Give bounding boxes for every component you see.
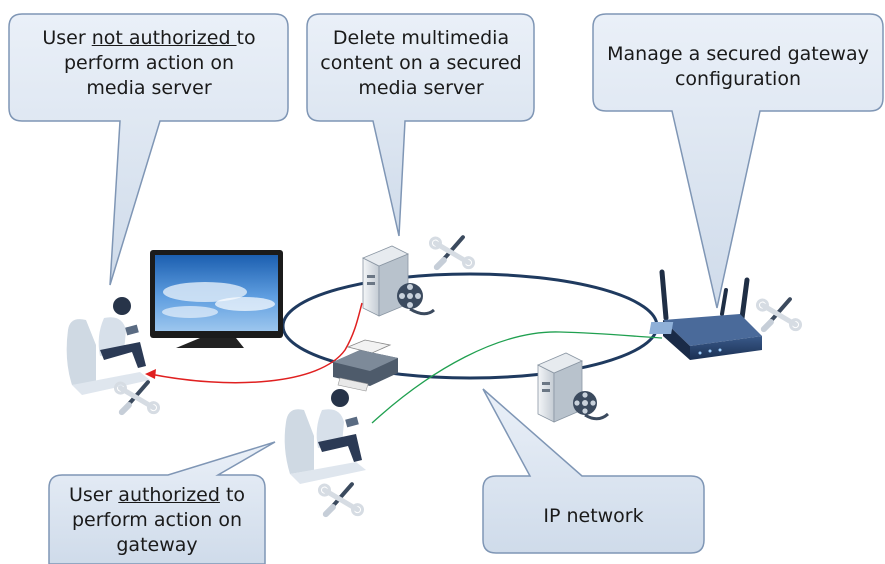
server-icon — [362, 245, 409, 317]
callout-ip-network — [482, 388, 705, 554]
callout-authorized-line2: perform action on — [71, 509, 243, 531]
callout-gateway-manage — [592, 13, 884, 309]
callout-unauthorized-line1: User not authorized to — [42, 27, 256, 49]
denied-link — [149, 302, 363, 384]
callout-delete-line2: content on a secured — [320, 52, 522, 74]
tv-icon — [150, 250, 283, 348]
film-reel-icon — [397, 283, 435, 316]
callout-unauthorized-text: User not authorized to perform action on… — [16, 26, 282, 101]
tools-icon — [757, 295, 801, 334]
callout-gateway-text: Manage a secured gateway configuration — [597, 42, 879, 92]
callout-unauthorized-line3: media server — [86, 77, 212, 99]
user-icon — [66, 297, 150, 395]
callout-authorized-line1: User authorized to — [68, 484, 246, 506]
tools-icon — [319, 480, 363, 519]
callout-gateway-line1: Manage a secured gateway — [607, 43, 869, 65]
callout-authorized-text: User authorized to perform action on gat… — [52, 483, 262, 558]
server-icon — [537, 352, 583, 423]
printer-icon — [333, 339, 398, 392]
user-icon — [284, 389, 366, 484]
denied-arrow — [145, 369, 156, 379]
router-icon — [649, 269, 762, 360]
allowed-link — [371, 331, 663, 424]
callout-delete-line1: Delete multimedia — [332, 27, 510, 49]
callout-authorized-line3: gateway — [116, 534, 198, 556]
callout-gateway-line2: configuration — [674, 68, 802, 90]
callout-authorized — [48, 441, 276, 564]
tools-icon — [115, 378, 159, 417]
callout-delete-line3: media server — [358, 77, 484, 99]
callout-unauthorized-line2: perform action on — [63, 52, 235, 74]
film-reel-icon — [573, 391, 610, 421]
callout-delete-text: Delete multimedia content on a secured m… — [312, 26, 530, 101]
callout-unauthorized — [8, 13, 289, 286]
tools-icon — [430, 233, 474, 272]
callout-delete — [306, 13, 535, 237]
ip-network-label: IP network — [543, 505, 644, 527]
